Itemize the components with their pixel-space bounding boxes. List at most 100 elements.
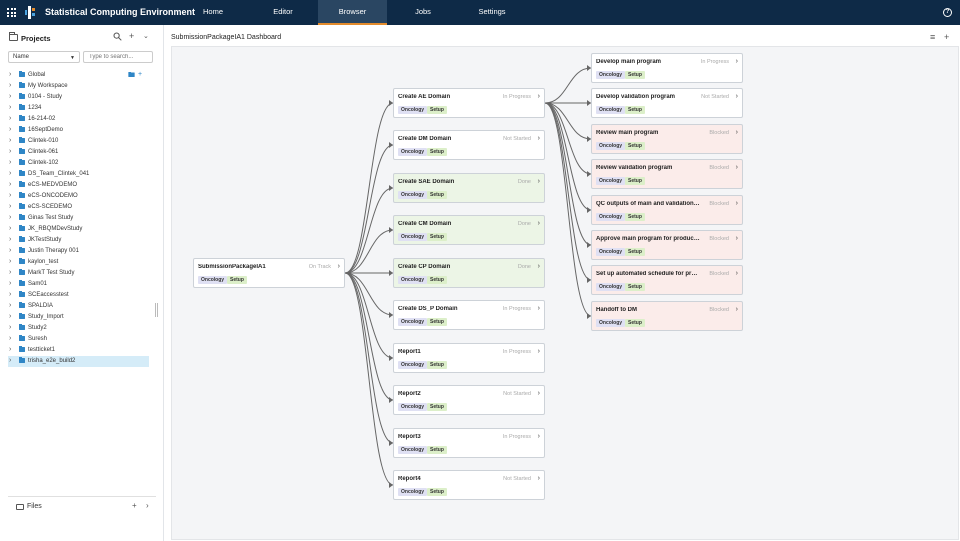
chevron-right-icon[interactable]: › [9, 269, 12, 276]
chevron-right-icon[interactable]: › [9, 247, 12, 254]
chevron-right-icon[interactable]: › [9, 324, 12, 331]
app-launcher-icon[interactable] [7, 8, 16, 17]
nav-tab-settings[interactable]: Settings [478, 7, 506, 16]
chevron-right-icon[interactable]: › [735, 129, 738, 136]
help-icon[interactable]: ? [943, 8, 952, 17]
chevron-right-icon[interactable]: › [9, 225, 12, 232]
chevron-right-icon[interactable]: › [537, 135, 540, 142]
chevron-right-icon[interactable]: › [537, 305, 540, 312]
chevron-right-icon[interactable]: › [9, 203, 12, 210]
chevron-right-icon[interactable]: › [9, 181, 12, 188]
project-tree-item[interactable]: ›Ginas Test Study [8, 213, 149, 224]
list-view-icon[interactable]: ≡ [930, 32, 936, 42]
chevron-right-icon[interactable]: › [735, 58, 738, 65]
chevron-right-icon[interactable]: › [537, 263, 540, 270]
chevron-right-icon[interactable]: › [537, 348, 540, 355]
project-tree-item[interactable]: ›SPALDIA [8, 301, 149, 312]
add-icon[interactable]: + [138, 71, 143, 78]
chevron-right-icon[interactable]: › [9, 313, 12, 320]
chevron-right-icon[interactable]: › [537, 220, 540, 227]
project-tree-item[interactable]: ›0104 - Study [8, 92, 149, 103]
chevron-right-icon[interactable]: › [735, 306, 738, 313]
project-tree-item[interactable]: ›16-214-02 [8, 114, 149, 125]
project-tree-item[interactable]: ›My Workspace [8, 81, 149, 92]
chevron-right-icon[interactable]: › [9, 357, 12, 364]
chevron-right-icon[interactable]: › [337, 263, 340, 270]
nav-tab-browser[interactable]: Browser [318, 0, 387, 25]
chevron-right-icon[interactable]: › [9, 302, 12, 309]
new-folder-icon[interactable]: 🖿 [128, 72, 135, 79]
chevron-right-icon[interactable]: › [537, 433, 540, 440]
project-tree-item[interactable]: ›Study2 [8, 323, 149, 334]
project-tree-item[interactable]: ›Global🖿+ [8, 70, 149, 81]
chevron-right-icon[interactable]: › [735, 235, 738, 242]
add-file-icon[interactable]: + [132, 501, 137, 510]
nav-tab-editor[interactable]: Editor [273, 7, 293, 16]
chevron-down-icon[interactable]: ⌄ [143, 33, 149, 40]
project-search-input[interactable] [83, 51, 153, 63]
chevron-right-icon[interactable]: › [537, 178, 540, 185]
chevron-right-icon[interactable]: › [9, 280, 12, 287]
project-tree-item[interactable]: ›Clintek-010 [8, 136, 149, 147]
program-task-card[interactable]: QC outputs of main and validation progr.… [591, 195, 743, 225]
search-icon[interactable] [113, 32, 122, 41]
chevron-right-icon[interactable]: › [9, 236, 12, 243]
nav-tab-jobs[interactable]: Jobs [415, 7, 431, 16]
project-tree-item[interactable]: ›Sam01 [8, 279, 149, 290]
chevron-right-icon[interactable]: › [537, 390, 540, 397]
add-project-icon[interactable]: + [129, 31, 135, 41]
chevron-right-icon[interactable]: › [9, 335, 12, 342]
chevron-right-icon[interactable]: › [9, 93, 12, 100]
add-icon[interactable]: + [944, 32, 950, 42]
project-tree-item[interactable]: ›JKTestStudy [8, 235, 149, 246]
project-tree-item[interactable]: ›Suresh [8, 334, 149, 345]
sort-select[interactable]: Name ▼ [8, 51, 80, 63]
chevron-right-icon[interactable]: › [735, 93, 738, 100]
chevron-right-icon[interactable]: › [735, 270, 738, 277]
chevron-right-icon[interactable]: › [735, 164, 738, 171]
chevron-right-icon[interactable]: › [146, 501, 149, 510]
project-tree-item[interactable]: ›testticket1 [8, 345, 149, 356]
chevron-right-icon[interactable]: › [537, 475, 540, 482]
project-tree-item[interactable]: ›eCS-SCEDEMO [8, 202, 149, 213]
project-tree-item[interactable]: ›MarkT Test Study [8, 268, 149, 279]
project-tree-item[interactable]: ›eCS-ONCODEMO [8, 191, 149, 202]
nav-tab-home[interactable]: Home [202, 7, 223, 16]
project-tree-item[interactable]: ›Clintek-102 [8, 158, 149, 169]
files-section[interactable]: Files + › [8, 496, 156, 514]
chevron-right-icon[interactable]: › [9, 346, 12, 353]
chevron-right-icon[interactable]: › [9, 148, 12, 155]
project-tree-item[interactable]: ›DS_Team_Clintek_041 [8, 169, 149, 180]
project-tree-item[interactable]: ›kaylon_test [8, 257, 149, 268]
chevron-right-icon[interactable]: › [537, 93, 540, 100]
project-tree-item[interactable]: ›Clintek-061 [8, 147, 149, 158]
chevron-right-icon[interactable]: › [9, 291, 12, 298]
chevron-right-icon[interactable]: › [9, 170, 12, 177]
project-tree-item[interactable]: ›trisha_e2e_build2 [8, 356, 149, 367]
project-tree-item[interactable]: ›JK_RBQMDevStudy [8, 224, 149, 235]
project-tree-item[interactable]: ›SCEaccesstest [8, 290, 149, 301]
chevron-right-icon[interactable]: › [9, 82, 12, 89]
chevron-right-icon[interactable]: › [9, 71, 12, 78]
project-tree-item[interactable]: ›Study_Import [8, 312, 149, 323]
chevron-right-icon[interactable]: › [9, 126, 12, 133]
project-tree-item[interactable]: ›eCS-MEDVDEMO [8, 180, 149, 191]
sidebar-resize-handle[interactable] [155, 303, 158, 317]
chevron-right-icon[interactable]: › [9, 258, 12, 265]
chevron-right-icon[interactable]: › [735, 200, 738, 207]
